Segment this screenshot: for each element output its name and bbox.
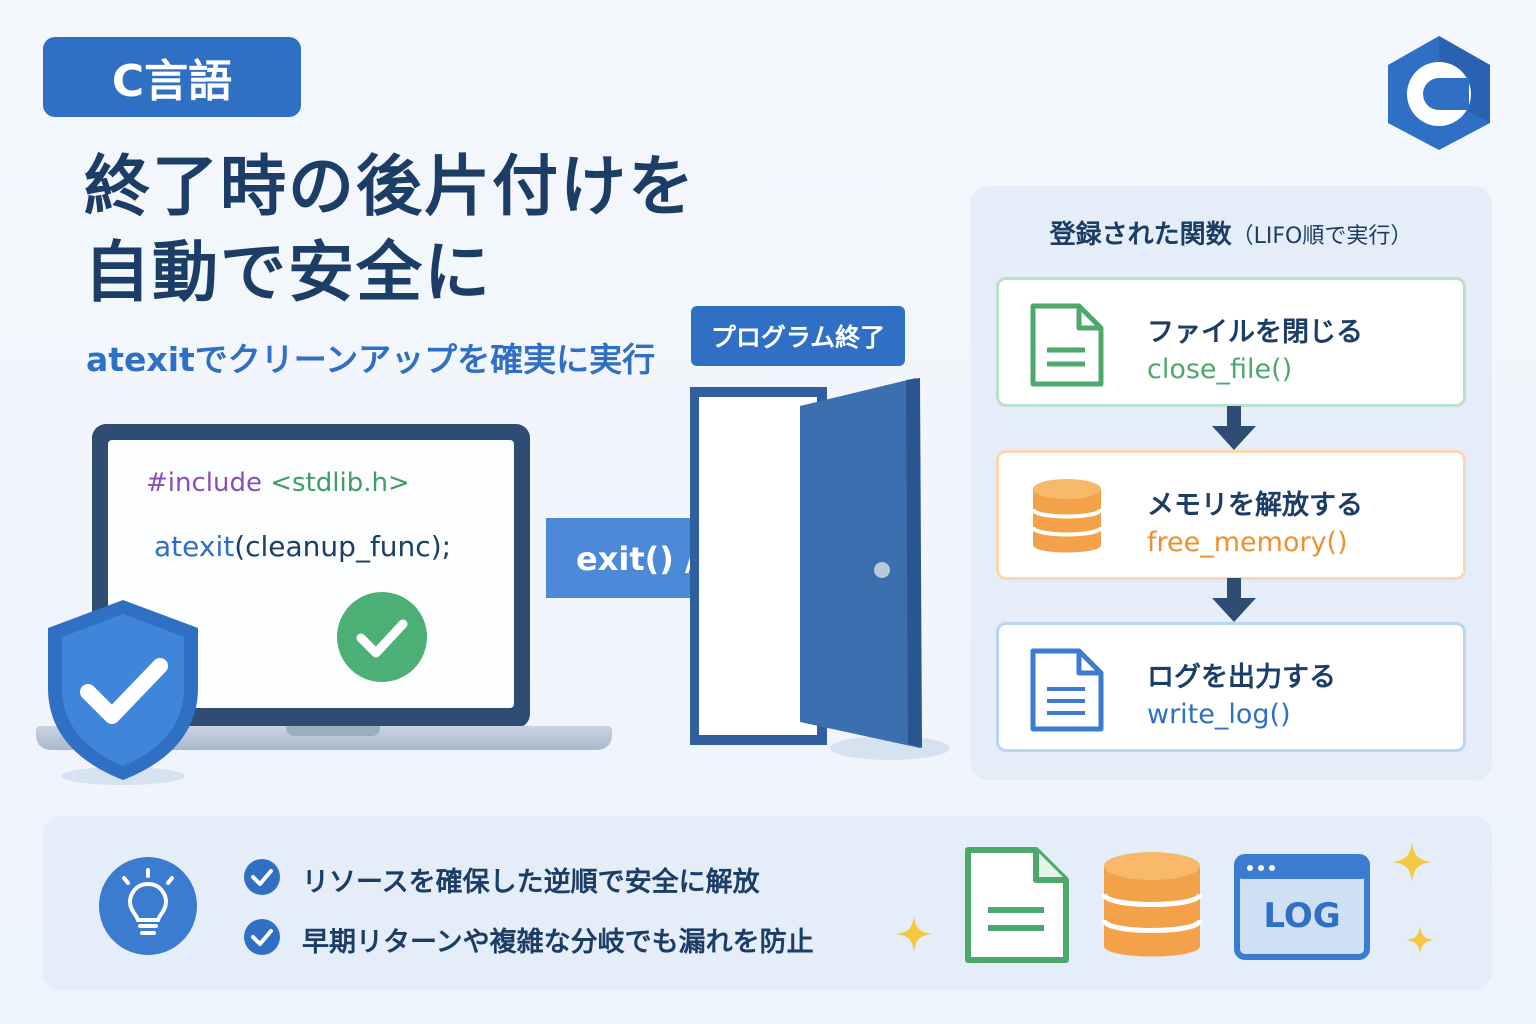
page-subtitle: atexitでクリーンアップを確実に実行 [86, 340, 656, 379]
open-door-icon [690, 378, 950, 760]
laptop-notch [286, 726, 380, 736]
database-icon [1101, 852, 1203, 957]
code-include-line: #include <stdlib.h> [146, 468, 410, 498]
file-icon [965, 847, 1069, 963]
check-circle-icon [244, 859, 280, 895]
shield-check-icon [48, 600, 198, 785]
file-icon [1030, 303, 1104, 387]
log-label: LOG [1263, 896, 1341, 936]
code-function-name: atexit [154, 530, 235, 563]
title-line-2: 自動で安全に [84, 234, 492, 311]
language-badge: C言語 [43, 37, 301, 117]
code-include-keyword: #include [146, 468, 262, 498]
sparkle-icon [896, 916, 932, 952]
function-card-name: write_log() [1147, 699, 1291, 730]
document-icon [1030, 648, 1104, 732]
registered-title-main: 登録された関数 [1049, 220, 1232, 250]
lightbulb-icon [99, 857, 197, 955]
sparkle-icon [1392, 842, 1432, 882]
function-card-name: free_memory() [1147, 527, 1348, 558]
code-atexit-line: atexit(cleanup_func); [154, 530, 451, 563]
down-arrow-icon [1212, 578, 1256, 622]
database-icon [1031, 479, 1103, 553]
registered-title-note: （LIFO順で実行） [1231, 224, 1413, 249]
log-window-icon [1234, 854, 1370, 960]
c-language-logo-icon [1388, 36, 1490, 150]
page-title: 終了時の後片付けを 自動で安全に [84, 144, 724, 316]
success-check-icon [337, 592, 427, 682]
program-exit-tag: プログラム終了 [691, 306, 905, 366]
sparkle-icon [1406, 926, 1434, 954]
tip-text: 早期リターンや複雑な分岐でも漏れを防止 [302, 927, 814, 958]
check-circle-icon [244, 919, 280, 955]
function-card-label: ログを出力する [1147, 662, 1336, 693]
function-card-label: ファイルを閉じる [1147, 317, 1363, 348]
code-include-header: <stdlib.h> [270, 468, 410, 498]
title-line-1: 終了時の後片付けを [84, 148, 696, 225]
code-function-args: (cleanup_func); [234, 530, 452, 563]
function-card-name: close_file() [1147, 354, 1293, 385]
function-card-close-file: ファイルを閉じる close_file() [996, 277, 1466, 407]
tip-text: リソースを確保した逆順で安全に解放 [302, 867, 760, 898]
function-card-free-memory: メモリを解放する free_memory() [996, 450, 1466, 580]
function-card-label: メモリを解放する [1147, 490, 1363, 521]
function-card-write-log: ログを出力する write_log() [996, 622, 1466, 752]
registered-functions-title: 登録された関数（LIFO順で実行） [970, 214, 1492, 251]
down-arrow-icon [1212, 406, 1256, 450]
